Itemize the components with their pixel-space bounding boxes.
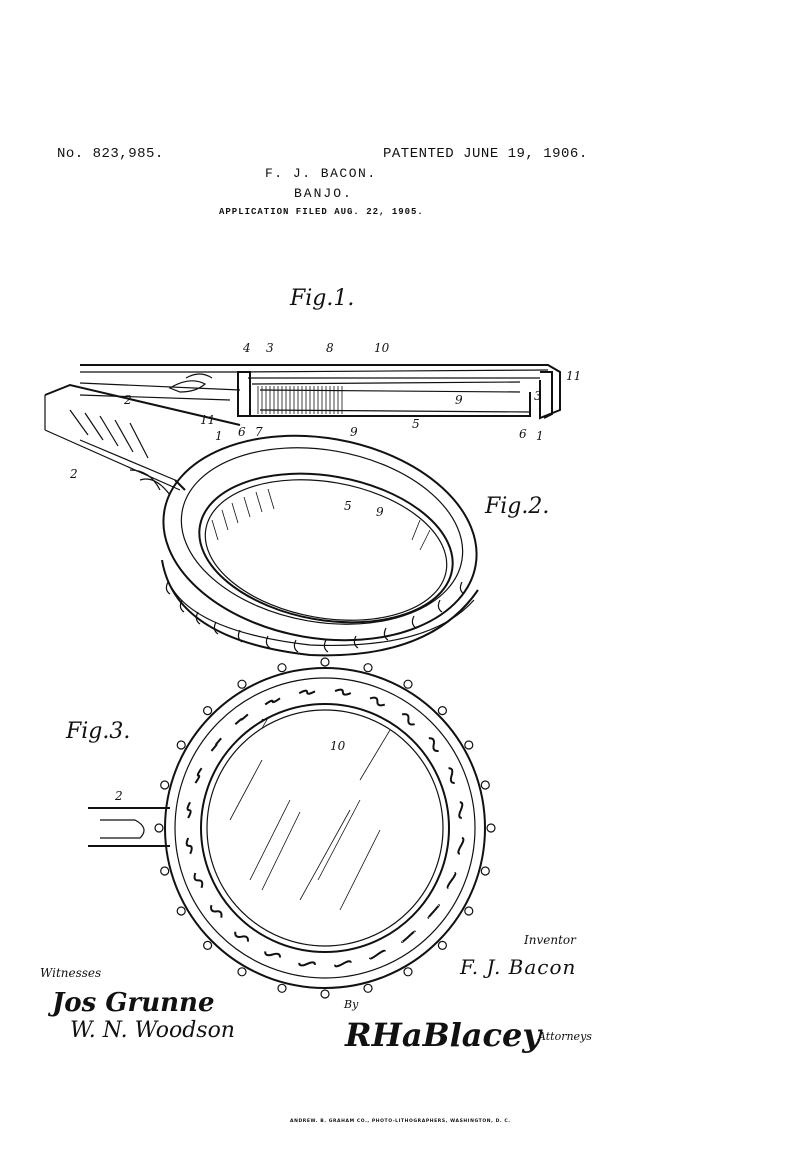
- band-ornament: [334, 688, 352, 696]
- inventor-name: F. J. BACON.: [265, 166, 377, 181]
- fig2-reference-numerals: 2 9 5 9: [69, 425, 384, 519]
- bracket-bolt: [160, 866, 170, 876]
- bracket-bolt: [363, 663, 373, 673]
- patent-title: BANJO.: [294, 186, 353, 201]
- witness-signature-2: W. N. Woodson: [70, 1018, 235, 1043]
- svg-text:6: 6: [519, 427, 527, 441]
- svg-text:9: 9: [455, 393, 463, 407]
- bracket-bolt: [437, 940, 447, 951]
- by-label: By: [344, 998, 359, 1011]
- bracket-bolt: [464, 906, 474, 916]
- inventor-caption: Inventor: [524, 933, 576, 947]
- band-ornament: [234, 931, 249, 942]
- band-ornament: [401, 713, 415, 726]
- svg-text:11: 11: [566, 369, 581, 383]
- band-ornament: [298, 961, 316, 967]
- band-ornament: [334, 960, 352, 968]
- band-ornament: [194, 767, 203, 784]
- svg-text:5: 5: [344, 499, 352, 513]
- band-ornament: [193, 872, 204, 889]
- bracket-bolt: [277, 983, 287, 993]
- svg-text:2: 2: [114, 789, 123, 803]
- band-ornament: [185, 837, 193, 855]
- band-ornament: [210, 904, 223, 918]
- band-ornament: [369, 696, 386, 707]
- fig3-head-top-view: [88, 657, 496, 999]
- fig2-rim-perspective: [161, 434, 479, 657]
- band-ornament: [264, 951, 281, 958]
- svg-text:1: 1: [536, 429, 544, 443]
- svg-text:2: 2: [69, 467, 78, 481]
- band-ornament: [210, 737, 222, 752]
- band-ornament: [186, 801, 192, 819]
- bracket-bolt: [154, 823, 164, 833]
- band-ornament: [428, 737, 439, 752]
- svg-text:10: 10: [330, 739, 346, 753]
- svg-text:3: 3: [266, 341, 274, 355]
- bracket-bolt: [403, 967, 413, 977]
- attorney-signature: RHaBlacey: [345, 1016, 541, 1054]
- lithographer-footer: ANDREW. B. GRAHAM CO., PHOTO-LITHOGRAPHE…: [290, 1119, 511, 1124]
- band-ornament: [457, 837, 465, 855]
- bracket-bolt: [160, 780, 170, 790]
- bracket-bolt: [437, 705, 447, 716]
- patent-date: PATENTED JUNE 19, 1906.: [383, 146, 588, 162]
- svg-text:5: 5: [412, 417, 420, 431]
- bracket-bolt: [176, 740, 186, 750]
- band-ornament: [298, 689, 316, 695]
- svg-text:2: 2: [123, 393, 132, 407]
- bracket-bolt: [480, 780, 490, 790]
- fig1-label: Fig.1.: [290, 286, 355, 311]
- bracket-bolt: [486, 823, 496, 833]
- bracket-bolt: [277, 663, 287, 673]
- fig2-label: Fig.2.: [485, 494, 550, 519]
- band-ornament: [369, 949, 386, 960]
- svg-text:3: 3: [534, 389, 542, 403]
- fig3-reference-numerals: 2 7 10: [114, 717, 346, 803]
- svg-text:4: 4: [242, 341, 251, 355]
- bracket-bolt: [203, 705, 213, 716]
- svg-text:8: 8: [326, 341, 334, 355]
- bracket-bolt: [320, 989, 330, 999]
- patent-number: No. 823,985.: [57, 146, 164, 162]
- svg-text:7: 7: [255, 425, 263, 439]
- bracket-bolt: [363, 983, 373, 993]
- band-ornament: [448, 767, 455, 784]
- band-ornament: [427, 904, 440, 919]
- witness-signature-1: Jos Grunne: [52, 988, 215, 1018]
- bracket-bolt: [237, 679, 247, 689]
- band-ornament: [234, 713, 249, 725]
- witnesses-label: Witnesses: [40, 966, 102, 980]
- svg-text:10: 10: [374, 341, 390, 355]
- band-ornament: [401, 930, 416, 943]
- bracket-bolt: [403, 679, 413, 689]
- inventor-signature: F. J. Bacon: [460, 955, 577, 979]
- fig3-label: Fig.3.: [66, 719, 131, 744]
- bracket-bolt: [480, 866, 490, 876]
- svg-text:7: 7: [260, 717, 268, 731]
- band-ornament: [264, 697, 281, 706]
- fig1-cross-section: [44, 364, 561, 496]
- bracket-bolt: [464, 740, 474, 750]
- fig1-reference-numerals: 4 3 8 10 11 11 1 6 7 9 5 3 6 1 2: [123, 341, 581, 443]
- svg-text:9: 9: [376, 505, 384, 519]
- svg-text:9: 9: [350, 425, 358, 439]
- svg-text:6: 6: [238, 425, 246, 439]
- svg-text:1: 1: [215, 429, 223, 443]
- attorneys-label: Attorneys: [538, 1030, 592, 1043]
- bracket-bolt: [237, 967, 247, 977]
- bracket-bolt: [176, 906, 186, 916]
- bracket-bolt: [320, 657, 330, 667]
- svg-text:11: 11: [200, 413, 215, 427]
- band-ornament: [446, 872, 457, 889]
- application-filed: APPLICATION FILED AUG. 22, 1905.: [219, 207, 424, 217]
- bracket-bolt: [203, 940, 213, 951]
- band-ornament: [458, 801, 464, 819]
